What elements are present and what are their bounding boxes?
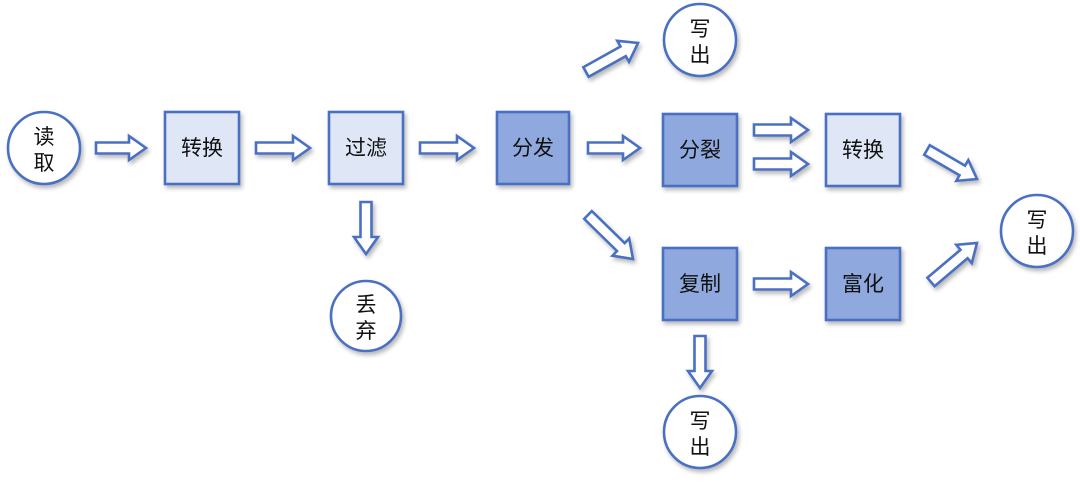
node-filter: 过滤 (327, 110, 405, 186)
node-circle (662, 2, 738, 78)
node-label-line: 写 (690, 17, 711, 41)
node-label: 写出 (690, 17, 711, 67)
node-label: 写出 (1027, 208, 1048, 258)
node-box (824, 112, 902, 188)
node-label: 富化 (842, 272, 884, 296)
node-split: 分裂 (661, 112, 739, 188)
node-box (495, 110, 571, 186)
arrow-distribute-to-write-top (581, 39, 640, 79)
node-circle (662, 394, 738, 470)
arrow-copy-to-enrich (752, 269, 811, 299)
node-label: 丢弃 (356, 293, 377, 343)
node-discard: 丢弃 (329, 279, 403, 353)
node-label-line: 写 (690, 409, 711, 433)
node-copy: 复制 (661, 246, 739, 322)
arrow-read-to-transform-1 (94, 133, 149, 163)
node-label-line: 取 (34, 151, 55, 175)
arrow-filter-to-discard (351, 200, 381, 257)
node-label: 复制 (679, 272, 721, 296)
node-circle (999, 193, 1075, 269)
node-box (661, 246, 739, 322)
node-label: 分裂 (679, 138, 721, 162)
node-write-top: 写出 (662, 2, 738, 78)
node-label-line: 出 (1027, 234, 1048, 258)
node-label: 转换 (842, 138, 884, 162)
node-write-bottom: 写出 (662, 394, 738, 470)
node-label: 过滤 (345, 136, 387, 160)
node-box (824, 246, 902, 322)
node-label: 分发 (512, 136, 554, 160)
node-box (661, 112, 739, 188)
node-write-right: 写出 (999, 193, 1075, 269)
arrow-split-to-transform-2 (752, 115, 811, 145)
node-label: 读取 (34, 125, 55, 175)
node-circle (329, 279, 403, 353)
arrow-copy-to-write-bottom (685, 334, 715, 391)
node-box (327, 110, 405, 186)
node-label: 转换 (181, 136, 223, 160)
arrow-filter-to-distribute (418, 133, 477, 163)
arrow-split-to-transform-2 (752, 149, 811, 179)
node-label: 写出 (690, 409, 711, 459)
node-box (163, 110, 241, 186)
node-label-line: 丢 (356, 293, 377, 317)
node-label-line: 出 (690, 435, 711, 459)
node-label-line: 弃 (356, 319, 377, 343)
arrow-transform-1-to-filter (254, 133, 313, 163)
node-circle (6, 110, 82, 186)
node-distribute: 分发 (495, 110, 571, 186)
node-label-line: 写 (1027, 208, 1048, 232)
arrow-transform-2-to-write-right (922, 143, 979, 183)
edges (94, 39, 979, 391)
node-label-line: 出 (690, 43, 711, 67)
node-transform-2: 转换 (824, 112, 902, 188)
arrow-distribute-to-split (586, 133, 643, 163)
node-transform-1: 转换 (163, 110, 241, 186)
node-enrich: 富化 (824, 246, 902, 322)
nodes: 读取转换过滤丢弃分发写出分裂转换复制富化写出写出 (6, 2, 1075, 470)
node-label-line: 读 (34, 125, 55, 149)
arrow-enrich-to-write-right (925, 241, 979, 289)
arrow-distribute-to-copy (582, 209, 635, 261)
node-read: 读取 (6, 110, 82, 186)
